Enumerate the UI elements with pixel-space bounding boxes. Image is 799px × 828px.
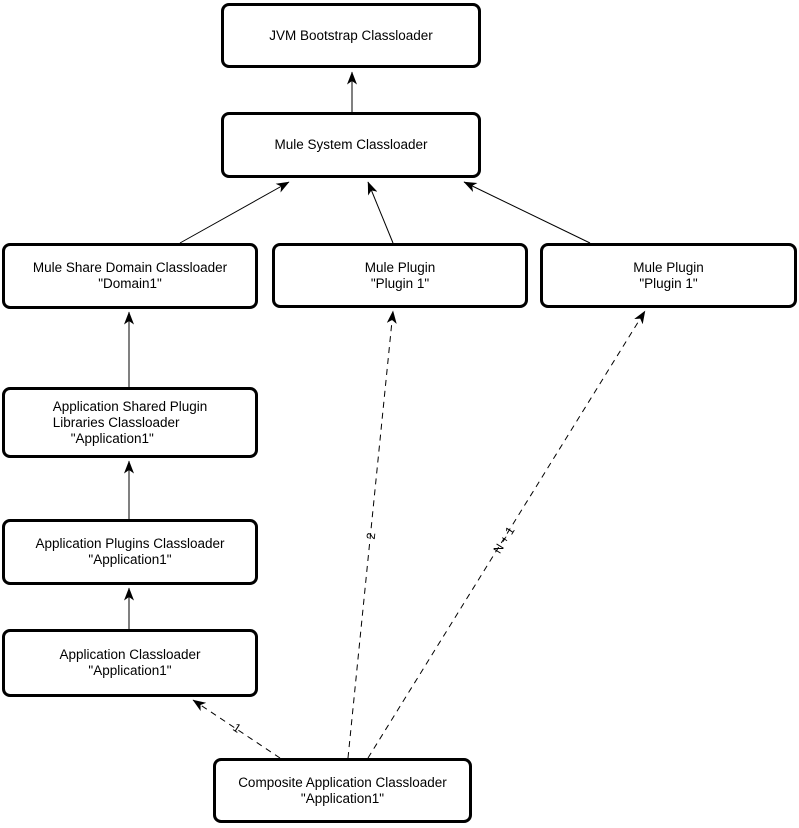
- node-application-shared-plugin-libraries-classloader: Application Shared Plugin Libraries Clas…: [2, 387, 258, 458]
- node-application-plugins-classloader: Application Plugins Classloader "Applica…: [2, 519, 258, 585]
- node-label: Application Shared Plugin: [52, 398, 208, 414]
- node-sublabel: "Domain1": [98, 276, 162, 291]
- node-label: Composite Application Classloader: [238, 774, 447, 790]
- arrow-domain-to-system: [179, 181, 290, 244]
- node-sublabel: "Plugin 1": [370, 275, 430, 291]
- node-mule-plugin-center: Mule Plugin "Plugin 1": [272, 243, 528, 308]
- node-jvm-bootstrap-classloader: JVM Bootstrap Classloader: [221, 3, 481, 68]
- node-composite-application-classloader: Composite Application Classloader "Appli…: [213, 758, 472, 823]
- node-sublabel: "Application1": [300, 790, 385, 806]
- node-label: Libraries Classloader: [52, 414, 180, 430]
- node-label: Mule Plugin: [364, 259, 436, 275]
- node-text-block: Application Shared Plugin Libraries Clas…: [53, 399, 208, 447]
- node-label: Mule Plugin: [633, 259, 704, 275]
- node-label: Mule System Classloader: [274, 137, 428, 152]
- node-mule-system-classloader: Mule System Classloader: [221, 112, 481, 178]
- node-sublabel: "Application1": [88, 663, 172, 678]
- node-sublabel: "Application1": [88, 552, 172, 567]
- node-label: Mule Share Domain Classloader: [32, 260, 228, 275]
- node-application-classloader: Application Classloader "Application1": [2, 629, 258, 697]
- node-mule-plugin-right: Mule Plugin "Plugin 1": [540, 243, 797, 308]
- node-label: Application Classloader: [59, 647, 201, 662]
- arrow-plugin-center-to-system: [367, 181, 394, 244]
- arrow-plugin-right-to-system: [463, 181, 591, 244]
- node-sublabel: "Plugin 1": [639, 275, 698, 291]
- node-label: Application Plugins Classloader: [35, 536, 225, 551]
- node-mule-share-domain-classloader: Mule Share Domain Classloader "Domain1": [2, 243, 258, 309]
- dashed-arrow-composite-to-plugin-center: [347, 310, 397, 759]
- edge-label-2: 2: [363, 531, 379, 541]
- node-label: JVM Bootstrap Classloader: [269, 27, 433, 43]
- node-sublabel: "Application1": [70, 430, 154, 446]
